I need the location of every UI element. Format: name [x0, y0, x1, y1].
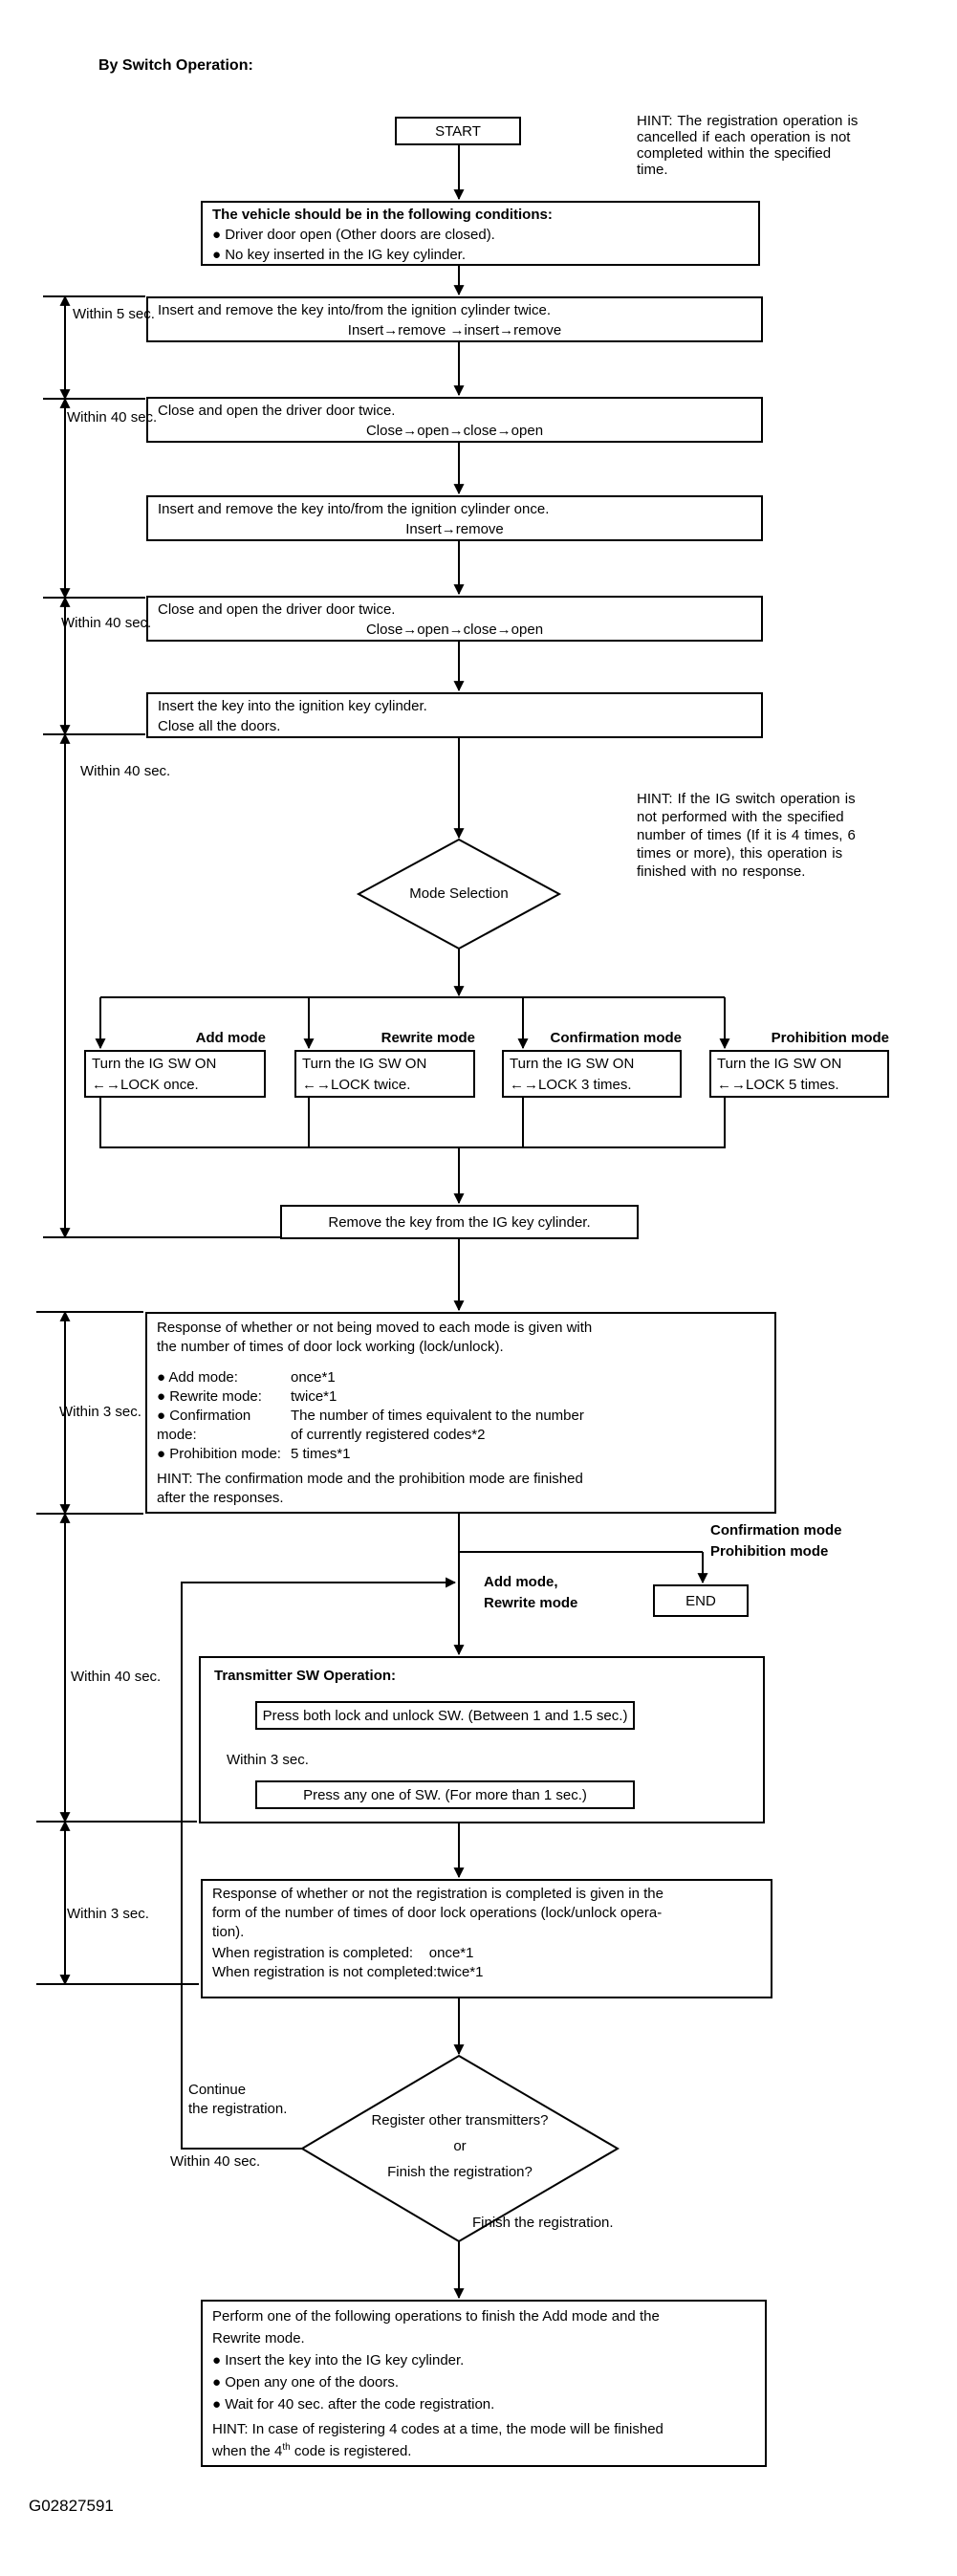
within-40sec-label-3: Within 40 sec. — [80, 763, 171, 779]
response-item-label: ● Add mode: — [157, 1369, 238, 1386]
finish-decision-diamond-shape — [300, 2054, 620, 2243]
mode-confirmation-box: Turn the IG SW ON ←→LOCK 3 times. — [502, 1050, 682, 1098]
step-line2: Close all the doors. — [158, 718, 281, 734]
add-rewrite-branch-label: Add mode, Rewrite mode — [484, 1574, 578, 1611]
finish-hint-line1: HINT: In case of registering 4 codes at … — [212, 2421, 663, 2437]
step-line2: Close→open→close→open — [365, 423, 544, 439]
mode-response-box: Response of whether or not being moved t… — [145, 1312, 776, 1514]
finish-intro: Perform one of the following operations … — [212, 2308, 660, 2347]
mode-prohibition-label: Prohibition mode — [771, 1030, 889, 1046]
mode-add-box: Turn the IG SW ON ←→LOCK once. — [84, 1050, 266, 1098]
registration-response-box: Response of whether or not the registrat… — [201, 1879, 772, 1998]
figure-id: G02827591 — [29, 2497, 114, 2515]
within-40sec-label-1: Within 40 sec. — [67, 409, 158, 426]
mode-rewrite-label: Rewrite mode — [381, 1030, 475, 1046]
step-line1: Insert and remove the key into/from the … — [158, 501, 550, 517]
conditions-title: The vehicle should be in the following c… — [212, 207, 553, 223]
conditions-box: The vehicle should be in the following c… — [201, 201, 760, 266]
finish-operations-box: Perform one of the following operations … — [201, 2300, 767, 2467]
registration-response-intro: Response of whether or not the registrat… — [212, 1886, 663, 1940]
step-line1: Insert the key into the ignition key cyl… — [158, 698, 427, 714]
finish-decision-diamond-label: Register other transmitters? or Finish t… — [371, 2112, 549, 2180]
end-node: END — [653, 1584, 749, 1617]
step-line2: Insert→remove — [405, 521, 504, 537]
step-line2: Close→open→close→open — [365, 622, 544, 638]
page-title: By Switch Operation: — [98, 57, 253, 74]
registration-response-results: When registration is completed: once*1 W… — [212, 1945, 484, 1980]
step-insert-remove-twice-box: Insert and remove the key into/from the … — [146, 296, 763, 342]
continue-registration-label: Continue the registration. — [188, 2082, 288, 2117]
within-3sec-label-1: Within 3 sec. — [59, 1404, 141, 1420]
within-40sec-label-4: Within 40 sec. — [71, 1669, 162, 1685]
confirmation-prohibition-branch-label: Confirmation mode Prohibition mode — [710, 1522, 842, 1560]
mode-prohibition-box: Turn the IG SW ON ←→LOCK 5 times. — [709, 1050, 889, 1098]
finish-hint: HINT: In case of registering 4 codes at … — [212, 2418, 755, 2462]
mode-response-intro: Response of whether or not being moved t… — [157, 1320, 593, 1355]
transmitter-within-3sec-label: Within 3 sec. — [227, 1752, 309, 1768]
response-item-label: ● Confirmation mode: — [157, 1408, 251, 1443]
response-item-value: twice*1 — [291, 1388, 337, 1405]
transmitter-sw-box: Transmitter SW Operation: Press both loc… — [199, 1656, 765, 1823]
mode-rewrite-box: Turn the IG SW ON ←→LOCK twice. — [294, 1050, 475, 1098]
within-5sec-label: Within 5 sec. — [73, 306, 155, 322]
hint-registration-cancel: HINT: The registration operation is canc… — [637, 113, 859, 178]
step-insert-key-close-doors-box: Insert the key into the ignition key cyl… — [146, 692, 763, 738]
finish-hint-line2-pre: when the 4 — [212, 2443, 283, 2459]
finish-hint-line2: when the 4th code is registered. — [212, 2440, 755, 2462]
step-line1: Insert and remove the key into/from the … — [158, 302, 552, 318]
mode-selection-diamond-shape — [356, 838, 562, 950]
start-node: START — [395, 117, 521, 145]
mode-response-items: ● Add mode: once*1 ● Rewrite mode: twice… — [157, 1368, 765, 1464]
within-3sec-label-2: Within 3 sec. — [67, 1906, 149, 1922]
response-item-value: 5 times*1 — [291, 1446, 351, 1462]
response-item-value: The number of times equivalent to the nu… — [291, 1408, 584, 1443]
finish-registration-label: Finish the registration. — [472, 2215, 614, 2231]
hint-ig-switch: HINT: If the IG switch operation is not … — [637, 791, 856, 880]
step-insert-remove-once-box: Insert and remove the key into/from the … — [146, 495, 763, 541]
step-close-open-door-1-box: Close and open the driver door twice. Cl… — [146, 397, 763, 443]
finish-bullets: ● Insert the key into the IG key cylinde… — [212, 2352, 495, 2412]
finish-hint-line2-post: code is registered. — [290, 2443, 412, 2459]
response-item-value: once*1 — [291, 1369, 336, 1386]
step-line1: Close and open the driver door twice. — [158, 601, 396, 618]
loop-within-40sec-label: Within 40 sec. — [170, 2153, 261, 2170]
mode-response-hint: HINT: The confirmation mode and the proh… — [157, 1471, 583, 1506]
response-item-label: ● Rewrite mode: — [157, 1388, 262, 1405]
finish-hint-superscript: th — [282, 2442, 291, 2453]
transmitter-step1-box: Press both lock and unlock SW. (Between … — [255, 1701, 635, 1730]
within-40sec-label-2: Within 40 sec. — [61, 615, 152, 631]
step-line1: Close and open the driver door twice. — [158, 403, 396, 419]
conditions-bullets: ● Driver door open (Other doors are clos… — [212, 227, 495, 263]
response-item-label: ● Prohibition mode: — [157, 1446, 281, 1462]
transmitter-title: Transmitter SW Operation: — [214, 1668, 397, 1684]
mode-add-label: Add mode — [195, 1030, 266, 1046]
mode-selection-diamond-label: Mode Selection — [409, 885, 509, 902]
step-close-open-door-2-box: Close and open the driver door twice. Cl… — [146, 596, 763, 642]
transmitter-step2-box: Press any one of SW. (For more than 1 se… — [255, 1780, 635, 1809]
remove-key-box: Remove the key from the IG key cylinder. — [280, 1205, 639, 1239]
mode-confirmation-label: Confirmation mode — [550, 1030, 683, 1046]
step-line2: Insert→remove →insert→remove — [347, 322, 562, 338]
